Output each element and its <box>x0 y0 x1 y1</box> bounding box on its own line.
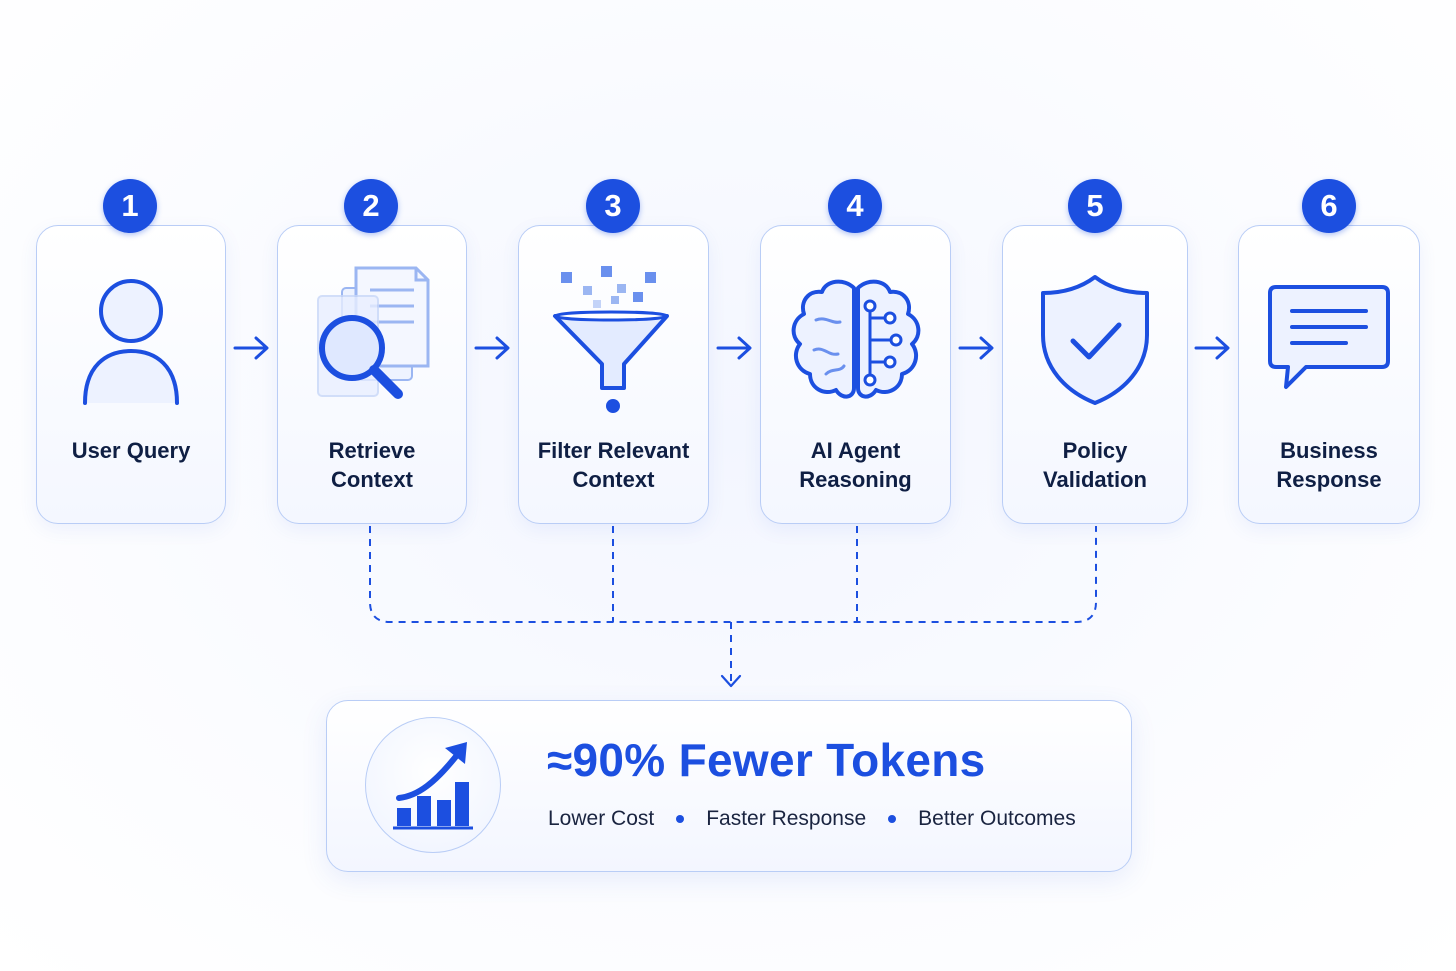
summary-headline: ≈90% Fewer Tokens <box>547 734 986 786</box>
step-5-label: Policy Validation <box>1003 436 1187 494</box>
arrow-right-icon <box>1194 336 1230 360</box>
step-6-badge: 6 <box>1302 179 1356 233</box>
growth-chart-icon <box>365 717 501 853</box>
step-4-label: AI Agent Reasoning <box>761 436 950 494</box>
benefit-faster-response: Faster Response <box>706 807 867 830</box>
step-6-card: Business Response <box>1238 225 1420 524</box>
benefits-list: Lower Cost Faster Response Better Outcom… <box>548 807 1076 831</box>
arrow-right-icon <box>474 336 510 360</box>
arrow-right-icon <box>233 336 269 360</box>
step-6-label-line2: Response <box>1276 467 1382 492</box>
step-1-card: User Query <box>36 225 226 524</box>
chat-bubble-icon <box>1239 266 1419 416</box>
user-icon <box>37 266 225 416</box>
step-6-label: Business Response <box>1239 436 1419 494</box>
step-3-badge: 3 <box>586 179 640 233</box>
step-2-card: Retrieve Context <box>277 225 467 524</box>
summary-panel: ≈90% Fewer Tokens Lower Cost Faster Resp… <box>326 700 1132 872</box>
bullet-dot <box>888 815 897 823</box>
step-3-label: Filter Relevant Context <box>519 436 708 494</box>
arrow-right-icon <box>716 336 752 360</box>
step-4-label-line2: Reasoning <box>799 467 912 492</box>
step-4-badge: 4 <box>828 179 882 233</box>
step-2-badge: 2 <box>344 179 398 233</box>
bullet-dot <box>676 815 685 823</box>
step-5-label-line2: Validation <box>1043 467 1147 492</box>
benefit-lower-cost: Lower Cost <box>548 807 655 830</box>
step-4-card: AI Agent Reasoning <box>760 225 951 524</box>
step-3-label-line1: Filter Relevant <box>537 438 690 463</box>
step-5-badge: 5 <box>1068 179 1122 233</box>
shield-check-icon <box>1003 266 1187 416</box>
step-5-label-line1: Policy <box>1062 438 1128 463</box>
arrow-right-icon <box>958 336 994 360</box>
funnel-icon <box>519 266 708 416</box>
step-1-label: User Query <box>37 436 225 465</box>
step-3-card: Filter Relevant Context <box>518 225 709 524</box>
step-2-label-line2: Context <box>331 467 413 492</box>
document-search-icon <box>278 266 466 416</box>
step-1-badge: 1 <box>103 179 157 233</box>
step-3-label-line2: Context <box>572 467 655 492</box>
step-2-label: Retrieve Context <box>278 436 466 494</box>
step-5-card: Policy Validation <box>1002 225 1188 524</box>
step-6-label-line1: Business <box>1280 438 1378 463</box>
step-1-label-line1: User Query <box>71 438 191 463</box>
brain-circuit-icon <box>761 266 950 416</box>
benefit-better-outcomes: Better Outcomes <box>918 807 1076 830</box>
step-4-label-line1: AI Agent <box>810 438 901 463</box>
step-2-label-line1: Retrieve <box>328 438 416 463</box>
